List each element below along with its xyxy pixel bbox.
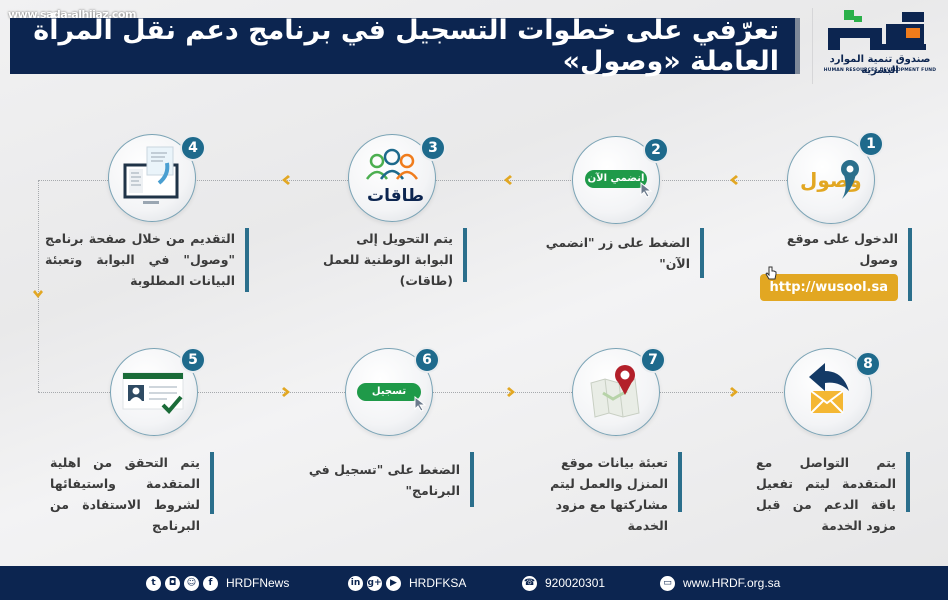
googleplus-icon[interactable]: g+ bbox=[367, 575, 382, 591]
step-number-badge: 2 bbox=[643, 137, 669, 163]
connector-line bbox=[432, 392, 572, 393]
connector-line bbox=[195, 392, 345, 393]
wusool-url-link[interactable]: http://wusool.sa bbox=[759, 274, 898, 301]
arrow-left-icon bbox=[504, 175, 512, 185]
join-now-button[interactable]: انضمي الآن bbox=[585, 170, 647, 188]
pointer-cursor-icon bbox=[640, 182, 653, 198]
step-circle: طاقات bbox=[348, 134, 436, 222]
connector-line bbox=[662, 180, 787, 181]
step-number-badge: 8 bbox=[855, 351, 881, 377]
step-description: الضغط على "تسجيل في البرنامج" bbox=[270, 452, 474, 507]
computer-form-icon bbox=[123, 146, 179, 204]
reply-mail-icon bbox=[809, 363, 849, 414]
social-group-hrdfnews: t ◘ ☺ f HRDFNews bbox=[146, 566, 289, 600]
step-text: تعبئة بيانات موقع المنزل والعمل ليتم مشا… bbox=[550, 455, 668, 533]
pointer-cursor-icon bbox=[414, 396, 427, 412]
step-number-badge: 6 bbox=[414, 347, 440, 373]
step-text: الضغط على "تسجيل في البرنامج" bbox=[308, 461, 460, 498]
step-text: التقديم من خلال صفحة برنامج "وصول" في ال… bbox=[45, 231, 235, 288]
step-text: يتم التحويل إلى البوابة الوطنية للعمل (ط… bbox=[323, 231, 453, 288]
youtube-icon[interactable]: ▶ bbox=[386, 575, 401, 591]
arrow-right-icon bbox=[282, 387, 290, 397]
connector-line bbox=[660, 392, 785, 393]
step-description: الدخول على موقع وصول http://wusool.sa bbox=[759, 228, 912, 301]
id-card-check-icon bbox=[122, 372, 184, 414]
hand-cursor-icon bbox=[765, 266, 777, 280]
step-text: الضغط على زر "انضمي الآن" bbox=[545, 235, 690, 271]
phone-icon: ☎ bbox=[522, 575, 537, 591]
connector-line bbox=[38, 180, 120, 181]
website-group: ▭ www.HRDF.org.sa bbox=[660, 566, 780, 600]
step-text: الدخول على موقع وصول bbox=[786, 231, 898, 267]
connector-line bbox=[38, 180, 39, 392]
step-number-badge: 4 bbox=[180, 135, 206, 161]
social-handle-news[interactable]: HRDFNews bbox=[226, 576, 290, 590]
arrow-left-icon bbox=[282, 175, 290, 185]
step-description: الضغط على زر "انضمي الآن" bbox=[530, 228, 704, 278]
logo-name-ar: صندوق تنمية الموارد البشرية bbox=[829, 54, 931, 76]
register-button[interactable]: تسجيل bbox=[357, 383, 421, 401]
step-text: يتم التحقق من اهلية المتقدمة واستيفائها … bbox=[50, 455, 200, 533]
step-text: يتم التواصل مع المتقدمة ليتم تفعيل باقة … bbox=[756, 455, 896, 533]
page-title: تعرّفي على خطوات التسجيل في برنامج دعم ن… bbox=[10, 15, 800, 77]
social-group-hrdfksa: in g+ ▶ HRDFKSA bbox=[348, 566, 466, 600]
map-pin-icon bbox=[590, 365, 640, 418]
phone-group: ☎ 920020301 bbox=[522, 566, 605, 600]
svg-text:طاقات: طاقات bbox=[367, 186, 424, 206]
instagram-icon[interactable]: ◘ bbox=[165, 575, 180, 591]
step-number-badge: 3 bbox=[420, 135, 446, 161]
facebook-icon[interactable]: f bbox=[203, 575, 218, 591]
social-handle-ksa[interactable]: HRDFKSA bbox=[409, 576, 467, 590]
connector-line bbox=[38, 392, 110, 393]
monitor-icon: ▭ bbox=[660, 575, 675, 591]
logo-name-en: HUMAN RESOURCES DEVELOPMENT FUND bbox=[823, 68, 937, 73]
step-number-badge: 7 bbox=[640, 347, 666, 373]
page-title-text: تعرّفي على خطوات التسجيل في برنامج دعم ن… bbox=[33, 15, 779, 77]
step-number-badge: 1 bbox=[858, 131, 884, 157]
step-description: يتم التواصل مع المتقدمة ليتم تفعيل باقة … bbox=[756, 452, 910, 533]
website-link[interactable]: www.HRDF.org.sa bbox=[683, 576, 781, 590]
arrow-right-icon bbox=[730, 387, 738, 397]
arrow-right-icon bbox=[507, 387, 515, 397]
hrdf-logo-icon bbox=[828, 10, 926, 50]
twitter-icon[interactable]: t bbox=[146, 575, 161, 591]
connector-line bbox=[195, 180, 348, 181]
step-circle: وصول bbox=[787, 136, 875, 224]
step-description: يتم التحويل إلى البوابة الوطنية للعمل (ط… bbox=[318, 228, 467, 288]
step-number-badge: 5 bbox=[180, 347, 206, 373]
step-description: يتم التحقق من اهلية المتقدمة واستيفائها … bbox=[50, 452, 214, 533]
linkedin-icon[interactable]: in bbox=[348, 575, 363, 591]
taqat-logo-icon: طاقات bbox=[365, 148, 424, 206]
snapchat-icon[interactable]: ☺ bbox=[184, 575, 199, 591]
arrow-down-icon bbox=[33, 290, 43, 298]
arrow-left-icon bbox=[730, 175, 738, 185]
wusool-logo-icon: وصول bbox=[800, 160, 862, 199]
phone-number[interactable]: 920020301 bbox=[545, 576, 606, 590]
step-description: التقديم من خلال صفحة برنامج "وصول" في ال… bbox=[45, 228, 249, 292]
watermark-site: www.sada-alhijaz.com bbox=[8, 8, 136, 21]
hrdf-logo: صندوق تنمية الموارد البشرية HUMAN RESOUR… bbox=[822, 8, 942, 80]
step-description: تعبئة بيانات موقع المنزل والعمل ليتم مشا… bbox=[528, 452, 682, 533]
footer: t ◘ ☺ f HRDFNews in g+ ▶ HRDFKSA ☎ 92002… bbox=[0, 566, 948, 600]
header-divider bbox=[812, 8, 813, 84]
